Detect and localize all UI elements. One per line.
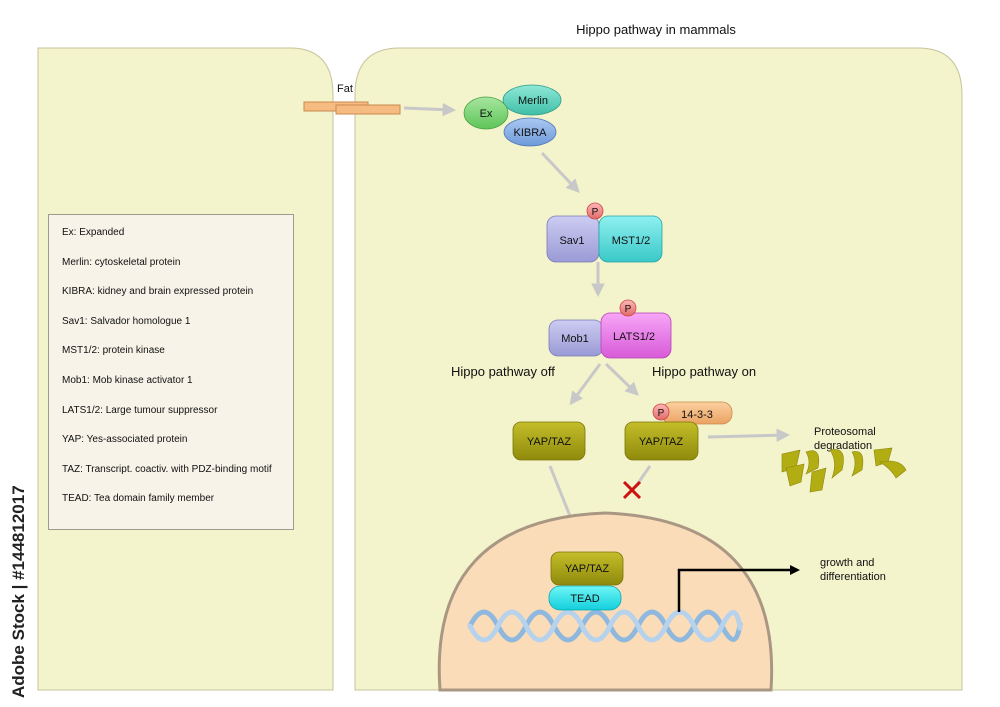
growth-label: growth and — [820, 557, 874, 569]
proteosomal-label: Proteosomal — [814, 426, 876, 438]
inhibition-cross — [622, 480, 642, 500]
watermark: Adobe Stock | #144812017 — [9, 485, 28, 698]
merlin-protein — [502, 84, 562, 116]
legend-item: MST1/2: protein kinase — [62, 345, 165, 357]
arrow-lats-to-yap-on — [604, 362, 639, 396]
sav1-label: Sav1 — [559, 235, 584, 247]
protein-14-3-3-label: 14-3-3 — [681, 409, 713, 421]
yap-taz-nucleus-label: YAP/TAZ — [565, 563, 609, 575]
degradation-label: degradation — [814, 440, 872, 452]
ex-protein — [463, 96, 509, 130]
p-label-lats: P — [625, 304, 632, 315]
yap-phospho — [652, 403, 670, 421]
arrow-lats-to-yap-off — [569, 363, 602, 406]
legend-item: Mob1: Mob kinase activator 1 — [62, 374, 193, 386]
yap-taz-nucleus — [550, 551, 624, 586]
legend-item: Ex: Expanded — [62, 227, 125, 238]
lats-phospho — [619, 299, 637, 317]
diagram-title: Hippo pathway in mammals — [576, 22, 736, 37]
fat-label: Fat — [337, 83, 353, 95]
p-label-yap: P — [658, 408, 665, 419]
tead-label: TEAD — [570, 593, 599, 605]
legend-item: KIBRA: kidney and brain expressed protei… — [62, 286, 254, 298]
legend-item: Sav1: Salvador homologue 1 — [62, 315, 191, 327]
arrow-kibra-to-sav1 — [540, 151, 580, 193]
legend-item: TEAD: Tea domain family member — [62, 493, 215, 505]
arrow-fat-to-ex — [403, 102, 457, 117]
kibra-protein — [503, 117, 557, 147]
legend-item: TAZ: Transcript. coactiv. with PDZ-bindi… — [62, 463, 272, 475]
legend-item: Merlin: cytoskeletal protein — [62, 256, 181, 268]
watermark-text: Adobe Stock | #144812017 — [9, 485, 28, 698]
ex-label: Ex — [480, 108, 493, 120]
fat-receptor-right — [335, 104, 401, 115]
mst-phospho — [586, 202, 604, 220]
tead-protein — [548, 585, 622, 611]
lats-label: LATS1/2 — [613, 331, 655, 343]
legend-item: LATS1/2: Large tumour suppressor — [62, 404, 218, 416]
yap-taz-on — [624, 421, 699, 461]
lats-protein — [600, 312, 672, 359]
p-label-mst: P — [592, 207, 599, 218]
yap-taz-on-label: YAP/TAZ — [639, 436, 683, 448]
legend-item: YAP: Yes-associated protein — [62, 434, 188, 446]
pathway-off-label: Hippo pathway off — [451, 364, 555, 379]
dna-helix — [467, 609, 743, 643]
differentiation-label: differentiation — [820, 571, 886, 583]
mst-label: MST1/2 — [612, 235, 651, 247]
pathway-on-label: Hippo pathway on — [652, 364, 756, 379]
mob1-label: Mob1 — [561, 333, 589, 345]
yap-taz-off-label: YAP/TAZ — [527, 436, 571, 448]
mst-protein — [598, 215, 663, 263]
yap-taz-off — [512, 421, 586, 461]
merlin-label: Merlin — [518, 95, 548, 107]
transcription-arrow — [677, 565, 800, 612]
kibra-label: KIBRA — [513, 127, 547, 139]
degraded-fragments — [781, 447, 907, 493]
right-cell — [354, 47, 963, 691]
arrow-yap-to-degradation — [707, 428, 791, 442]
